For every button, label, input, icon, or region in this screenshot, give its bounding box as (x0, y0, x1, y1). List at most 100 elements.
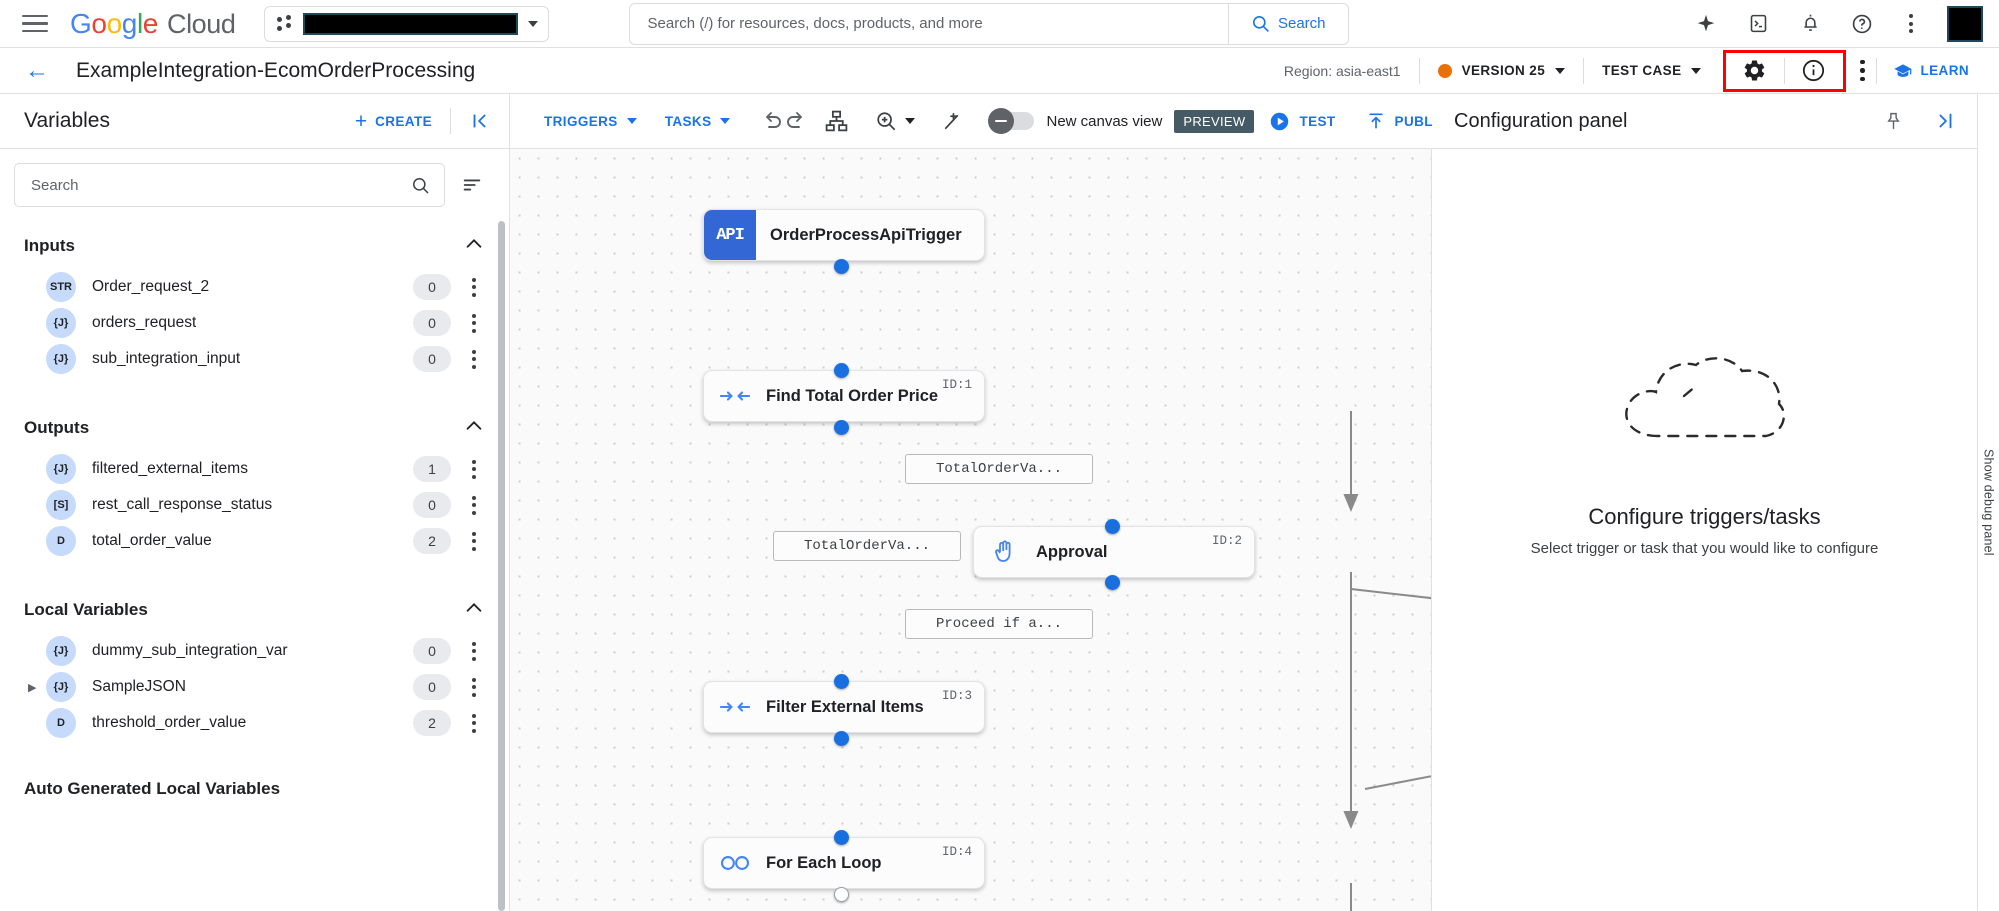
learn-button[interactable]: LEARN (1877, 61, 1986, 81)
project-picker[interactable] (263, 5, 549, 42)
global-search[interactable]: Search (628, 2, 1349, 45)
magic-wand-icon[interactable] (941, 101, 964, 141)
page-title: ExampleIntegration-EcomOrderProcessing (76, 58, 476, 82)
version-selector[interactable]: VERSION 25 (1420, 63, 1584, 78)
node-port[interactable] (833, 258, 849, 274)
chevron-up-icon[interactable] (463, 233, 485, 259)
variable-more-vert-icon[interactable] (461, 459, 487, 479)
main-content-row: Variables + CREATE (0, 94, 1999, 911)
undo-icon[interactable] (760, 101, 784, 141)
pin-icon[interactable] (1871, 99, 1915, 143)
variable-more-vert-icon[interactable] (461, 641, 487, 661)
variable-type-badge: {J} (46, 672, 76, 702)
settings-gear-icon[interactable] (1726, 53, 1784, 89)
variable-name: Order_request_2 (92, 278, 210, 295)
variable-more-vert-icon[interactable] (461, 313, 487, 333)
redo-icon[interactable] (784, 101, 808, 141)
project-name-redacted (302, 12, 518, 35)
variables-search-box[interactable] (14, 163, 445, 207)
node-port-open[interactable] (833, 886, 849, 902)
triggers-menu[interactable]: TRIGGERS (530, 114, 651, 129)
node-port[interactable] (833, 362, 849, 378)
variables-section-header[interactable]: Inputs (0, 217, 509, 269)
node-port[interactable] (1104, 574, 1120, 590)
variable-more-vert-icon[interactable] (461, 677, 487, 697)
edge-label[interactable]: TotalOrderVa... (905, 454, 1093, 484)
node-port[interactable] (833, 419, 849, 435)
back-arrow-icon[interactable]: ← (25, 56, 49, 84)
version-label: VERSION 25 (1461, 63, 1546, 78)
new-canvas-view-toggle[interactable] (988, 108, 1035, 134)
edge-label[interactable]: Proceed if a... (905, 609, 1093, 639)
tasks-menu[interactable]: TASKS (651, 114, 745, 129)
variable-more-vert-icon[interactable] (461, 713, 487, 733)
node-port[interactable] (1104, 518, 1120, 534)
expand-triangle-icon[interactable]: ▶ (28, 681, 37, 694)
create-variable-button[interactable]: + CREATE (337, 111, 450, 132)
variable-usage-count: 1 (413, 456, 451, 482)
debug-panel-strip[interactable]: Show debug panel (1977, 94, 1999, 911)
expand-right-icon[interactable] (1923, 99, 1967, 143)
user-avatar[interactable] (1947, 5, 1983, 42)
collapse-panel-icon[interactable] (451, 94, 509, 148)
variables-search-input[interactable] (31, 176, 411, 194)
edge-label[interactable]: TotalOrderVa... (773, 531, 961, 561)
help-question-icon[interactable] (1849, 11, 1875, 37)
sort-filter-icon[interactable] (459, 172, 485, 198)
scrollbar-thumb[interactable] (498, 221, 505, 911)
variable-usage-count: 0 (413, 638, 451, 664)
test-case-selector[interactable]: TEST CASE (1584, 63, 1718, 78)
node-port[interactable] (833, 730, 849, 746)
node-port[interactable] (833, 829, 849, 845)
node-title: Approval (1036, 542, 1108, 561)
auto-layout-icon[interactable] (824, 101, 849, 141)
info-circle-icon[interactable] (1785, 53, 1843, 89)
search-button[interactable]: Search (1227, 3, 1348, 44)
variable-usage-count: 0 (413, 346, 451, 372)
search-input[interactable] (629, 3, 1228, 44)
variables-section-header[interactable]: Outputs (0, 399, 509, 451)
chevron-up-icon[interactable] (463, 597, 485, 623)
cloud-shell-icon[interactable] (1745, 11, 1771, 37)
variable-more-vert-icon[interactable] (461, 349, 487, 369)
configuration-panel-header: Configuration panel (1432, 94, 1977, 149)
zoom-control[interactable] (865, 110, 925, 132)
chevron-down-icon (905, 118, 916, 124)
notifications-bell-icon[interactable] (1797, 11, 1823, 37)
integration-header: ← ExampleIntegration-EcomOrderProcessing… (0, 48, 1999, 94)
variable-more-vert-icon[interactable] (461, 277, 487, 297)
gemini-spark-icon[interactable] (1693, 11, 1719, 37)
variables-section-header[interactable]: Local Variables (0, 581, 509, 633)
node-port[interactable] (833, 673, 849, 689)
variable-more-vert-icon[interactable] (461, 495, 487, 515)
integration-more-vert-icon[interactable] (1850, 48, 1876, 93)
flow-edges (1343, 411, 1431, 911)
top-bar-more-vert-icon[interactable] (1901, 14, 1921, 33)
test-button[interactable]: TEST (1254, 111, 1350, 132)
hamburger-menu-icon[interactable] (22, 9, 52, 39)
variable-more-vert-icon[interactable] (461, 531, 487, 551)
show-debug-panel-label[interactable]: Show debug panel (1981, 449, 1996, 556)
chevron-up-icon[interactable] (463, 415, 485, 441)
variables-scrollbar[interactable] (498, 217, 507, 911)
variable-usage-count: 2 (413, 528, 451, 554)
variables-section-header[interactable]: Auto Generated Local Variables (0, 763, 509, 809)
